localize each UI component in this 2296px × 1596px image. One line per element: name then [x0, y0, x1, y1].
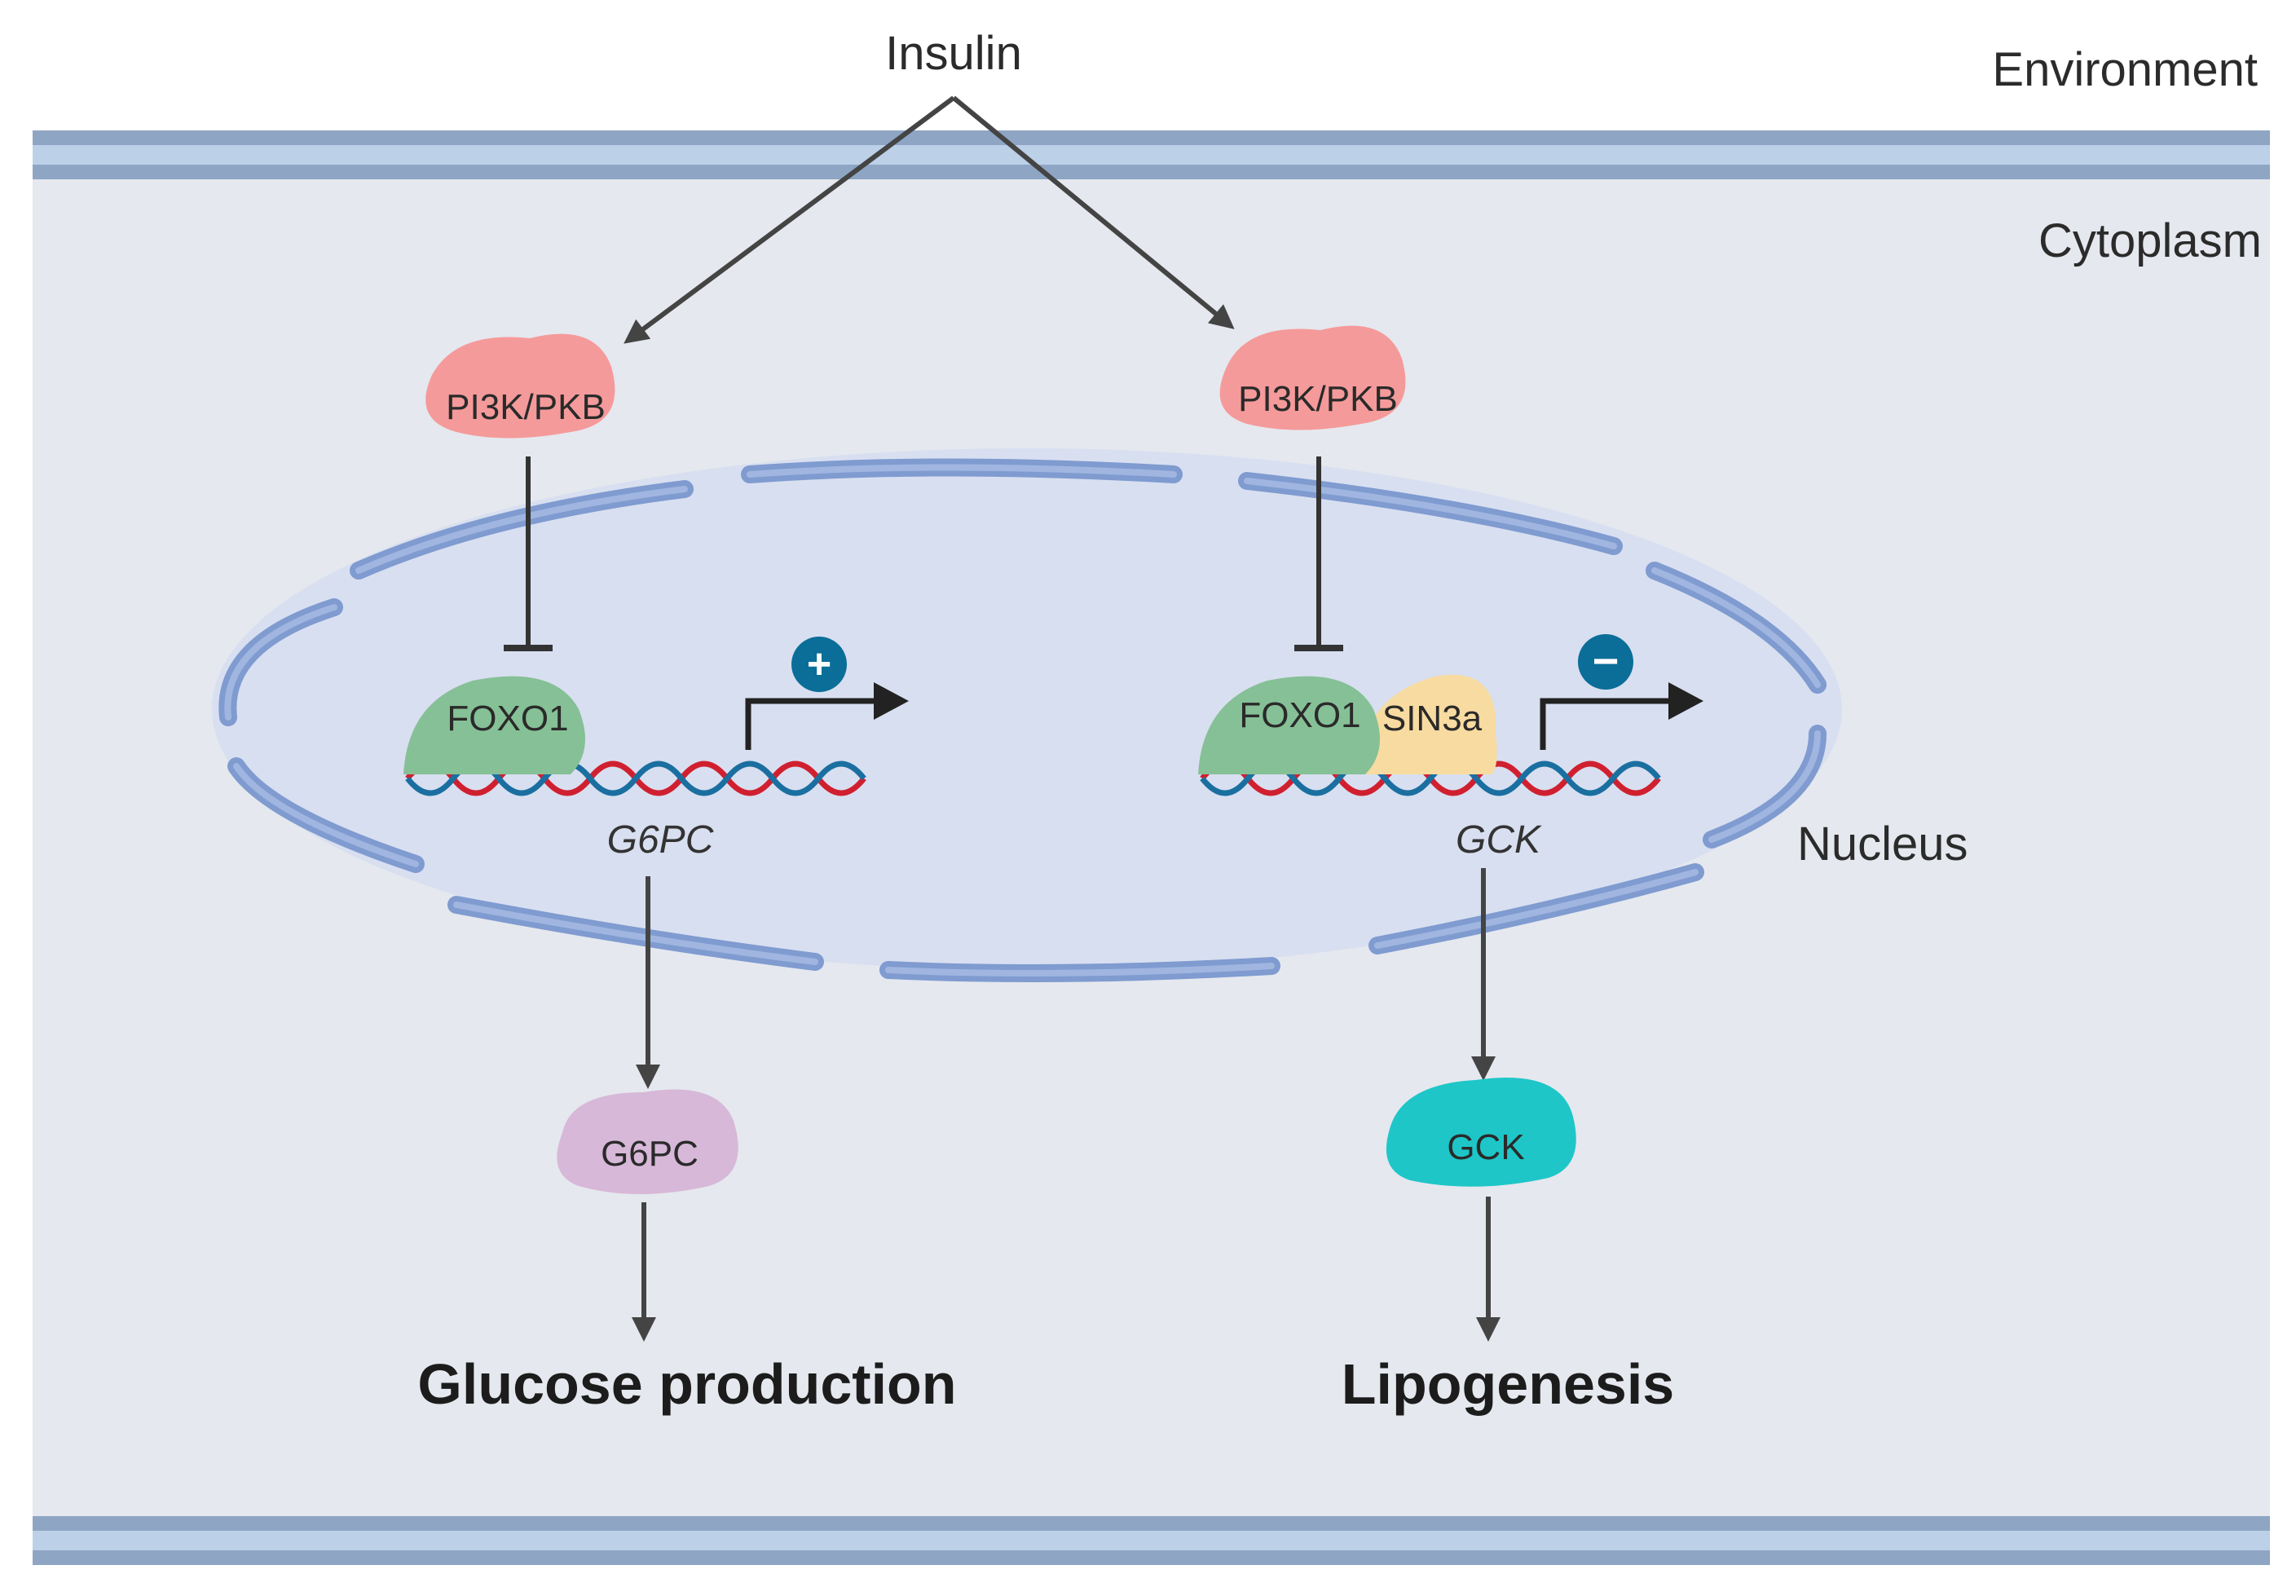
right-gck-protein: GCK: [1386, 1078, 1576, 1187]
right-regulation-badge: −: [1578, 634, 1633, 690]
right-inhibition: [1294, 456, 1343, 651]
right-pi3k-pkb-label: PI3K/PKB: [1238, 379, 1398, 419]
right-pi3k-pkb: PI3K/PKB: [1219, 325, 1406, 430]
left-g6pc-protein-label: G6PC: [601, 1134, 698, 1174]
left-pi3k-pkb: PI3K/PKB: [425, 333, 615, 439]
right-sin3a-label: SIN3a: [1382, 699, 1483, 738]
environment-label: Environment: [1992, 43, 2258, 96]
left-g6pc-protein: G6PC: [557, 1089, 738, 1194]
left-transcription-arrow: [745, 682, 909, 750]
left-regulation-badge: +: [791, 637, 847, 692]
plasma-membrane-bottom: [33, 1516, 2270, 1565]
right-transcription-arrow: [1540, 682, 1703, 750]
right-foxo1-label: FOXO1: [1239, 695, 1360, 735]
right-sin3a: SIN3a: [1357, 674, 1497, 774]
plasma-membrane-top: [33, 130, 2270, 179]
left-inhibition: [504, 456, 553, 651]
right-gene-label: GCK: [1456, 818, 1542, 862]
insulin-arrow-right: [952, 95, 1235, 329]
left-outcome-label: Glucose production: [417, 1352, 956, 1416]
right-outcome-label: Lipogenesis: [1342, 1352, 1674, 1416]
left-gene-label: G6PC: [607, 818, 714, 862]
insulin-label: Insulin: [885, 27, 1022, 80]
right-regulation-sign: −: [1593, 635, 1620, 686]
nucleus-label: Nucleus: [1797, 818, 1968, 871]
left-regulation-sign: +: [807, 641, 831, 688]
left-foxo1: FOXO1: [403, 676, 585, 774]
cytoplasm-label: Cytoplasm: [2038, 214, 2262, 267]
insulin-arrow-left: [624, 95, 955, 344]
right-foxo1: FOXO1: [1198, 676, 1380, 774]
left-foxo1-label: FOXO1: [447, 699, 568, 738]
right-gck-protein-label: GCK: [1447, 1127, 1524, 1167]
nucleus: [212, 448, 1842, 982]
left-pi3k-pkb-label: PI3K/PKB: [446, 387, 606, 427]
